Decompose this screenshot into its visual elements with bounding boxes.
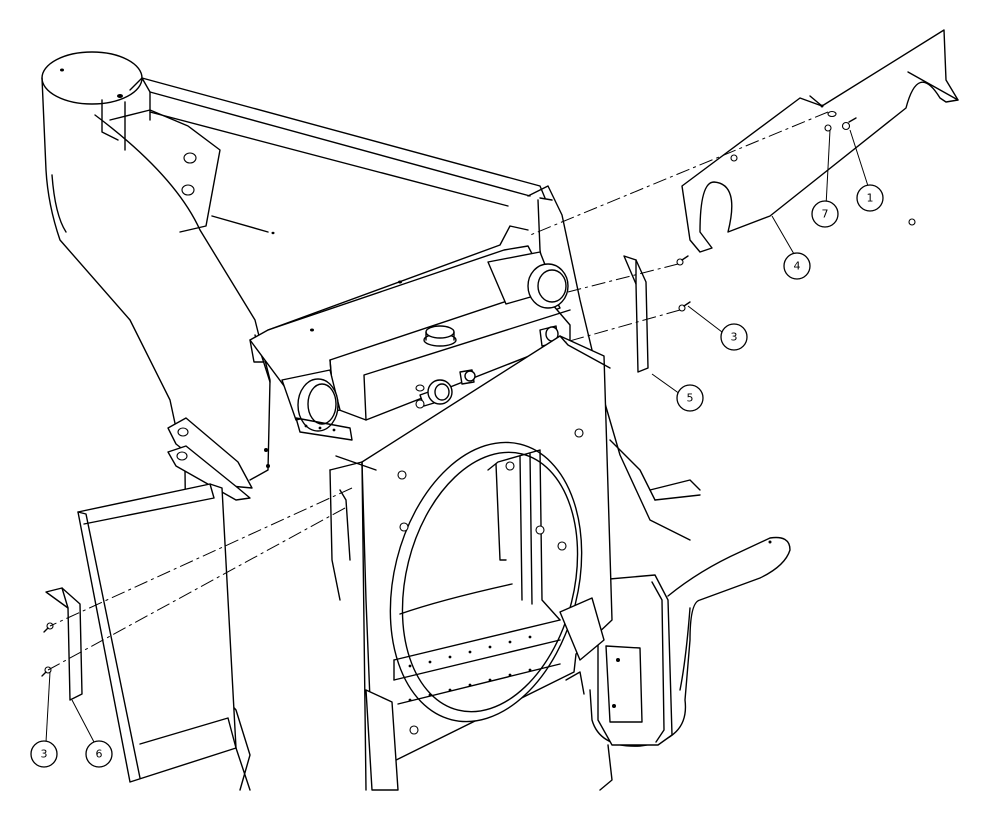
callout-7: 7 (811, 200, 839, 228)
mount-plate (605, 645, 643, 723)
assembly-lines (47, 111, 829, 671)
callout-4: 4 (783, 252, 811, 280)
callout-label: 5 (687, 392, 694, 405)
callout-3-right: 3 (720, 323, 748, 351)
part-4-cover-plate (681, 29, 959, 253)
cover-plate (681, 29, 959, 253)
shroud-foot-right (559, 597, 605, 661)
side-panel (77, 483, 237, 783)
callout-label: 1 (867, 192, 874, 205)
hook-arm (589, 536, 791, 747)
tower-bracket (109, 109, 221, 233)
gusset-upper (167, 417, 253, 489)
callout-label: 4 (794, 260, 801, 273)
callout-6: 6 (85, 740, 113, 768)
axis-line-left-lower (47, 507, 346, 671)
tank-assembly (249, 225, 571, 432)
gusset-lower (167, 445, 251, 501)
washer-part-7 (824, 110, 837, 132)
part-5-bracket (623, 255, 649, 373)
callout-leaders (45, 129, 869, 743)
callout-1: 1 (856, 184, 884, 212)
bolt-upper-right (676, 255, 689, 266)
axis-line-left-upper (49, 487, 353, 627)
fasteners (41, 110, 857, 677)
callout-label: 3 (731, 331, 738, 344)
tower-cap (41, 51, 143, 105)
part-6-bracket (45, 587, 83, 701)
callout-label: 7 (822, 208, 829, 221)
fan-ring-outer (389, 441, 583, 723)
bolt-part-3-right (678, 301, 691, 312)
bracket-left (45, 587, 83, 701)
side-panel-left (77, 483, 251, 791)
callout-label: 3 (41, 748, 48, 761)
top-beam (141, 77, 546, 199)
bolt-part-3-left-upper (43, 622, 54, 633)
fan-ring-inner (401, 451, 579, 713)
callout-5: 5 (676, 384, 704, 412)
bolt-part-1 (841, 117, 857, 131)
main-frame (41, 51, 546, 791)
radiator-shroud (295, 335, 613, 791)
callout-label: 6 (96, 748, 103, 761)
callout-3-left: 3 (30, 740, 58, 768)
shroud-foot-left (365, 689, 399, 791)
axis-line-cover (527, 111, 829, 237)
